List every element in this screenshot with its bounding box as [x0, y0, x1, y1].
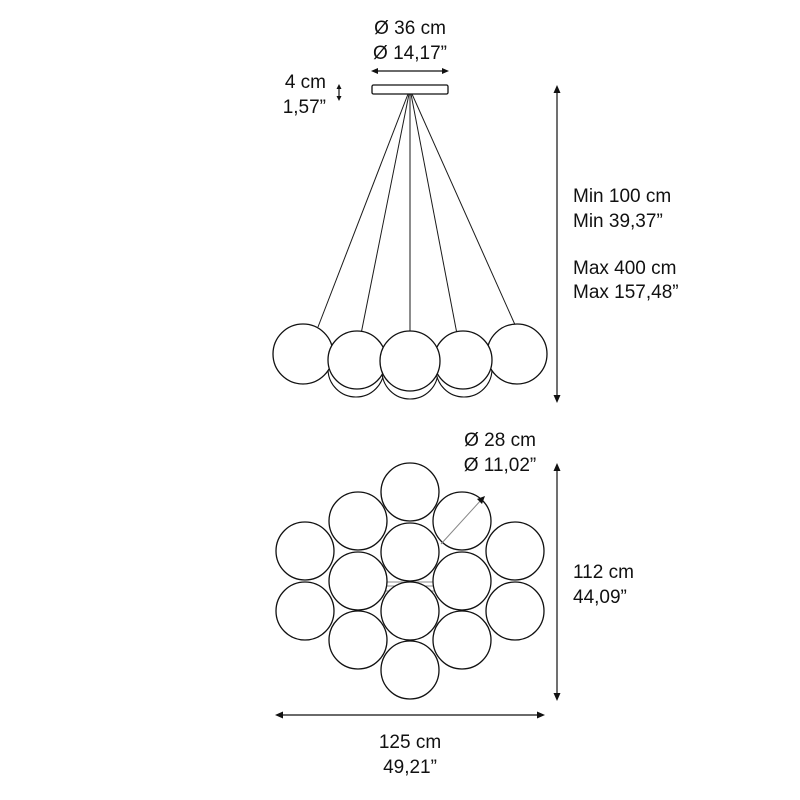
- globe-top-9: [275, 581, 335, 641]
- globe-side-4: [433, 330, 493, 390]
- suspension-max-cm-label: Max 400 cm: [573, 258, 676, 279]
- cluster-depth-in-label: 44,09”: [573, 587, 627, 608]
- ceiling-canopy: [371, 84, 449, 95]
- globe-top-14: [380, 640, 440, 700]
- canopy-diameter-dimension-line: [371, 68, 449, 74]
- cluster-depth-cm-label: 112 cm: [573, 562, 634, 583]
- suspension-height-dimension-line: [553, 85, 561, 403]
- suspension-min-in-label: Min 39,37”: [573, 211, 663, 232]
- canopy-diameter-in-label: Ø 14,17”: [373, 43, 447, 64]
- globe-top-12: [328, 610, 388, 670]
- cluster-width-cm-label: 125 cm: [379, 732, 441, 753]
- globe-top-10: [485, 581, 545, 641]
- canopy-height-dimension-line: [336, 84, 342, 101]
- globe-top-13: [432, 610, 492, 670]
- globe-top-1: [380, 462, 440, 522]
- globe-diameter-dimension-line: [440, 496, 485, 545]
- globe-top-8: [432, 551, 492, 611]
- globe-top-7: [328, 551, 388, 611]
- cluster-depth-dimension-line: [553, 463, 561, 701]
- globe-top-11: [380, 581, 440, 641]
- top-view-cluster: [275, 462, 545, 700]
- canopy-height-in-label: 1,57”: [283, 97, 326, 118]
- globe-side-1: [272, 323, 334, 385]
- globe-top-4: [275, 521, 335, 581]
- suspension-min-cm-label: Min 100 cm: [573, 186, 671, 207]
- cluster-width-dimension-line: [275, 711, 545, 719]
- globe-diameter-in-label: Ø 11,02”: [464, 455, 537, 476]
- side-view-globes: [272, 323, 548, 400]
- suspension-cables: [317, 93, 517, 335]
- canopy-height-cm-label: 4 cm: [285, 72, 326, 93]
- globe-side-3: [379, 330, 441, 392]
- globe-side-5: [486, 323, 548, 385]
- globe-top-2: [328, 491, 388, 551]
- globe-top-6: [380, 522, 440, 582]
- cluster-width-in-label: 49,21”: [383, 757, 437, 778]
- suspension-max-in-label: Max 157,48”: [573, 282, 679, 303]
- canopy-diameter-cm-label: Ø 36 cm: [374, 18, 446, 39]
- globe-top-5: [485, 521, 545, 581]
- globe-side-2: [327, 330, 387, 390]
- globe-diameter-cm-label: Ø 28 cm: [464, 430, 536, 451]
